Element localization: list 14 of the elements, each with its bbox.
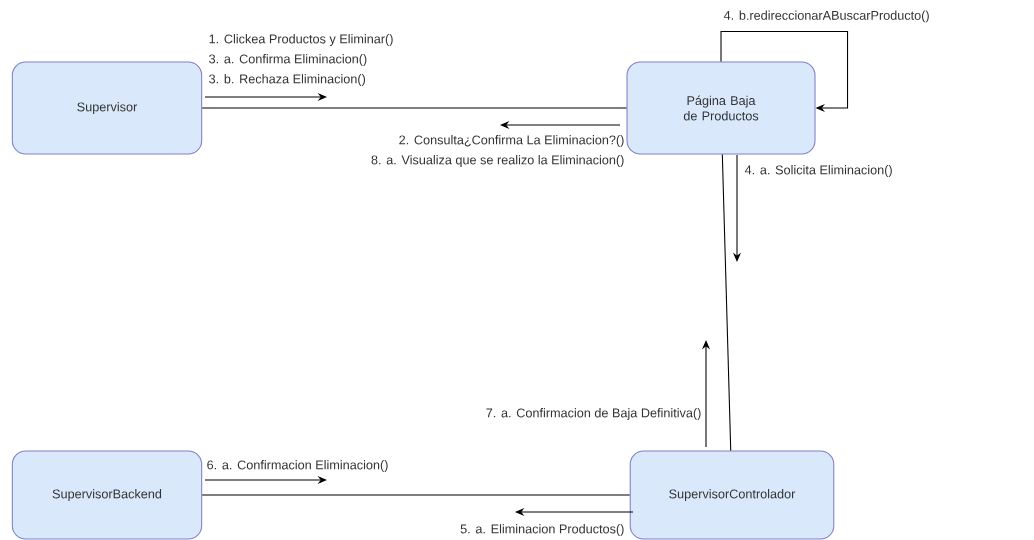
message-label: 1. Clickea Productos y Eliminar() — [209, 34, 393, 46]
edge-label: 4. b.redireccionarABuscarProducto() — [722, 9, 931, 24]
connector — [201, 107, 627, 109]
message-label: 7. a. Confirmacion de Baja Definitiva() — [486, 408, 701, 420]
connector — [720, 30, 849, 113]
object-box: SupervisorControlador — [629, 450, 835, 540]
message-label: 8. a. Visualiza que se realizo la Eliminacion() — [371, 155, 624, 167]
object-box: SupervisorBackend — [11, 450, 203, 540]
object-box: Supervisor — [11, 61, 203, 155]
connector — [201, 494, 631, 496]
object-box: Página Baja de Productos — [626, 61, 816, 155]
connector — [721, 154, 732, 451]
message-label: 3. a. Confirma Eliminacion() — [209, 54, 367, 66]
message-label: 4. a. Solicita Eliminacion() — [744, 165, 892, 177]
